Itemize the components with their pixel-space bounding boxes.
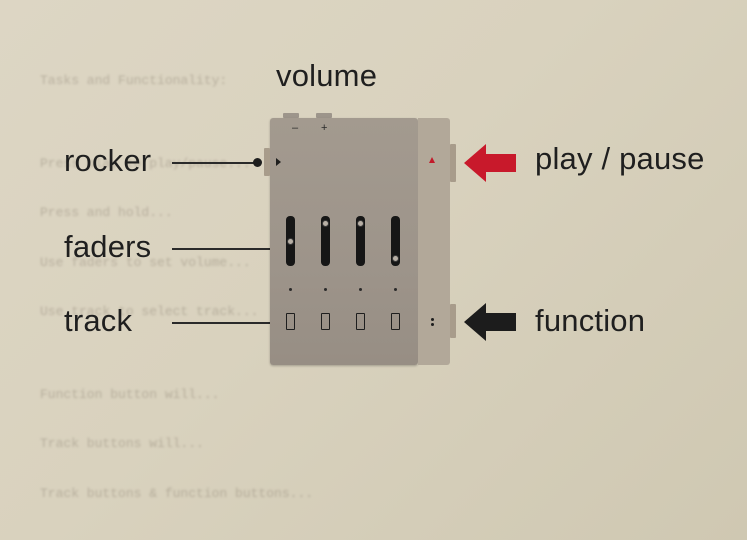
- function-dots-icon: [431, 318, 434, 328]
- play-triangle-icon: [429, 157, 435, 163]
- rocker-switch[interactable]: [264, 148, 270, 176]
- bg-line: Use faders to set volume...: [40, 254, 251, 270]
- bg-line: Use track to select track...: [40, 304, 259, 319]
- volume-plus-glyph: +: [321, 122, 328, 134]
- fader-indicator-dot: [324, 288, 327, 291]
- track-button-4[interactable]: [391, 313, 400, 330]
- faders-label: faders: [64, 229, 152, 264]
- bg-line: Track buttons will...: [40, 436, 204, 451]
- fader-knob[interactable]: [322, 220, 329, 228]
- fader-knob[interactable]: [357, 220, 364, 228]
- rocker-arrow-icon: [276, 158, 281, 166]
- fader-1[interactable]: [286, 216, 295, 266]
- function-label: function: [535, 303, 646, 338]
- fader-4[interactable]: [391, 216, 400, 266]
- fader-2[interactable]: [321, 216, 330, 266]
- track-button-2[interactable]: [321, 313, 330, 330]
- faders-leader-line: [172, 248, 282, 250]
- volume-up-button[interactable]: [316, 113, 332, 118]
- function-arrow-icon: [464, 303, 516, 341]
- fader-knob[interactable]: [287, 237, 294, 245]
- volume-down-button[interactable]: [283, 113, 299, 118]
- bg-line: Press and hold...: [40, 205, 173, 220]
- bg-line: Tasks and Functionality:: [40, 73, 228, 88]
- play-pause-button[interactable]: [450, 144, 456, 182]
- track-button-1[interactable]: [286, 313, 295, 330]
- play-pause-arrow-icon: [464, 144, 516, 182]
- rocker-label: rocker: [64, 143, 152, 178]
- fader-indicator-dot: [359, 288, 362, 291]
- fader-indicator-dot: [394, 288, 397, 291]
- bg-line: Function button will...: [40, 386, 220, 402]
- fader-knob[interactable]: [392, 254, 399, 262]
- rocker-leader-dot: [253, 158, 262, 167]
- track-label: track: [64, 303, 133, 338]
- volume-label: volume: [276, 58, 378, 93]
- device-side-strip: [418, 118, 450, 365]
- track-button-3[interactable]: [356, 313, 365, 330]
- function-button[interactable]: [450, 304, 456, 338]
- fader-3[interactable]: [356, 216, 365, 266]
- bg-line: Track buttons & function buttons...: [40, 485, 314, 501]
- fader-indicator-dot: [289, 288, 292, 291]
- volume-minus-glyph: –: [292, 122, 299, 134]
- track-leader-line: [172, 322, 278, 324]
- play-pause-label: play / pause: [535, 141, 705, 176]
- rocker-leader-line: [172, 162, 258, 164]
